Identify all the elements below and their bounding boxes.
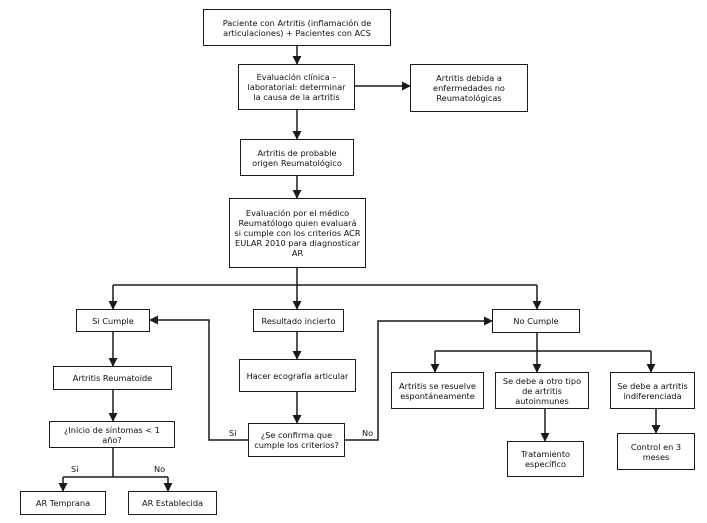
node-probable-origen: Artritis de probable origen Reumatológic…	[240, 139, 354, 176]
edge-label-confirm-no: No	[362, 428, 374, 438]
node-artritis-reumatoide: Artritis Reumatoide	[53, 366, 172, 390]
node-no-reumatologicas: Artritis debida a enfermedades no Reumat…	[410, 64, 528, 112]
node-indiferenciada: Se debe a artritis indiferenciada	[610, 372, 695, 409]
node-se-confirma: ¿Se confirma que cumple los criterios?	[248, 423, 345, 457]
edge-label-confirm-yes: Si	[229, 428, 237, 438]
node-evaluacion-medico: Evaluación por el médico Reumatólogo qui…	[229, 198, 366, 268]
edge-label-onset-no: No	[154, 464, 166, 474]
node-inicio-sintomas: ¿Inicio de síntomas < 1 año?	[49, 421, 175, 448]
node-resultado-incierto: Resultado incierto	[253, 309, 344, 332]
edge-label-onset-yes: Si	[71, 464, 79, 474]
node-no-cumple: No Cumple	[492, 309, 580, 333]
node-se-resuelve: Artritis se resuelve espontáneamente	[391, 372, 484, 409]
node-control: Control en 3 meses	[617, 433, 695, 470]
node-paciente: Paciente con Artritis (inflamación de ar…	[203, 9, 391, 46]
node-autoinmunes: Se debe a otro tipo de artritis autoinmu…	[495, 372, 589, 409]
node-evaluacion-clinica: Evaluación clínica – laboratorial: deter…	[238, 64, 355, 110]
node-si-cumple: Si Cumple	[76, 309, 150, 332]
node-ar-temprana: AR Temprana	[20, 491, 106, 515]
node-ar-establecida: AR Establecida	[128, 491, 217, 515]
node-tratamiento: Tratamiento específico	[507, 441, 584, 477]
node-ecografia: Hacer ecografía articular	[239, 359, 356, 392]
